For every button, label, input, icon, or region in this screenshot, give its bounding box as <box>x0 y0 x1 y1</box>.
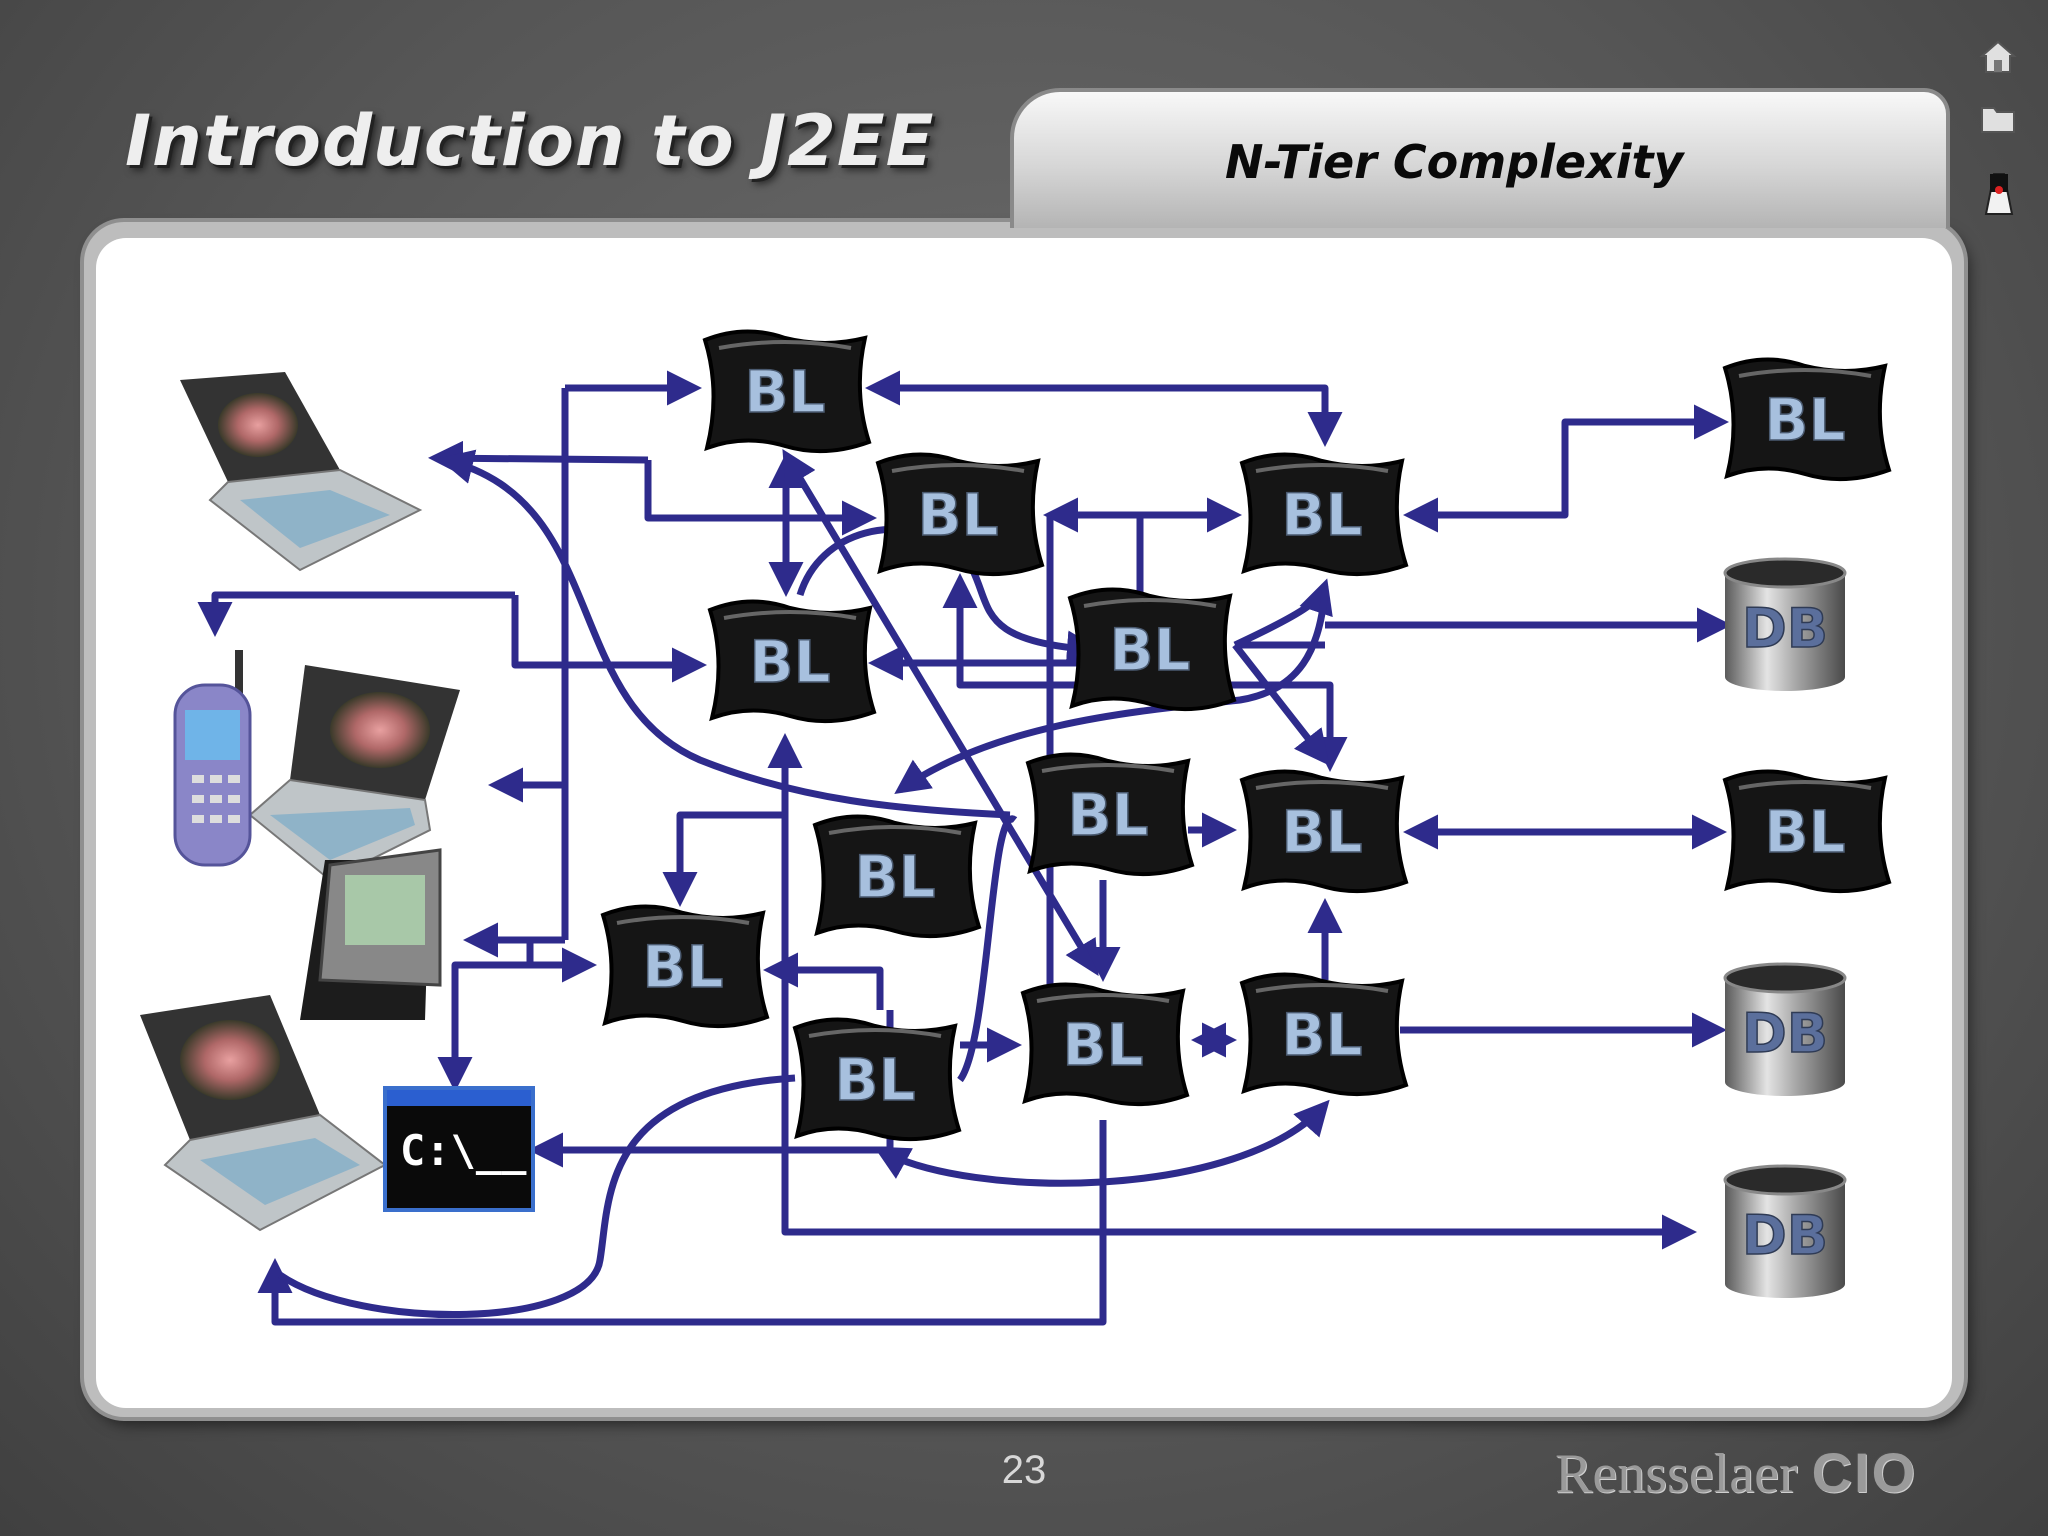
slide-title: Introduction to J2EE <box>125 100 935 182</box>
db-node-label: DB <box>1742 1204 1828 1267</box>
folder-icon[interactable] <box>1978 98 2018 138</box>
db-node-label: DB <box>1742 1002 1828 1065</box>
connector-lines <box>197 370 1732 1326</box>
bl-node: BL <box>792 1017 962 1142</box>
pda-device <box>300 848 442 1020</box>
bl-node: BL <box>600 904 770 1029</box>
db-node: DB <box>1723 962 1847 1096</box>
bl-node-label: BL <box>854 843 935 911</box>
slide-subtitle: N-Tier Complexity <box>1225 135 1684 189</box>
bl-node: BL <box>1239 769 1409 894</box>
connector <box>1232 642 1330 766</box>
db-node: DB <box>1723 557 1847 691</box>
db-node: DB <box>1723 1164 1847 1298</box>
bl-node-label: BL <box>834 1046 915 1114</box>
connector <box>662 811 785 907</box>
connector <box>1403 404 1729 533</box>
connector <box>428 440 649 476</box>
page-number: 23 <box>1001 1448 1047 1492</box>
bl-node: BL <box>707 599 877 724</box>
java-duke-icon[interactable] <box>1978 162 2018 220</box>
bl-node: BL <box>1067 587 1237 712</box>
connector <box>257 1120 1107 1326</box>
bl-node: BL <box>1722 769 1892 894</box>
bl-node-label: BL <box>749 628 830 696</box>
laptop-middle <box>248 665 460 882</box>
bl-node: BL <box>1722 357 1892 482</box>
connector <box>1233 578 1333 649</box>
bl-node: BL <box>875 452 1045 577</box>
console-label: C:\__ <box>400 1126 527 1175</box>
db-node-label: DB <box>1742 597 1828 660</box>
database-nodes: DB DB DB <box>1723 557 1847 1298</box>
bl-node-label: BL <box>1281 798 1362 866</box>
bl-node-label: BL <box>1764 798 1845 866</box>
bl-node-label: BL <box>642 933 723 1001</box>
bl-node-label: BL <box>1062 1011 1143 1079</box>
connector <box>644 460 877 536</box>
bl-node: BL <box>1239 972 1409 1097</box>
connector <box>278 1074 796 1318</box>
bl-node: BL <box>702 329 872 454</box>
subtitle-tab <box>1010 88 1950 228</box>
bl-node-label: BL <box>1281 1001 1362 1069</box>
bl-node: BL <box>1020 982 1190 1107</box>
mobile-phone <box>173 650 252 867</box>
bl-node: BL <box>812 814 982 939</box>
bl-node-label: BL <box>744 358 825 426</box>
home-icon[interactable] <box>1978 36 2018 76</box>
laptop-top <box>180 372 423 572</box>
connector <box>197 591 515 637</box>
connector <box>865 370 1343 447</box>
connector <box>511 595 707 683</box>
bl-node: BL <box>1025 752 1195 877</box>
console-window: C:\__ <box>383 1086 535 1212</box>
business-logic-nodes: BL BL BL BL BL BL BL BL BL BL BL BL BL BL <box>600 329 1892 1142</box>
connector <box>437 940 534 1092</box>
bl-node-label: BL <box>1067 781 1148 849</box>
laptop-bottom <box>140 995 387 1232</box>
connector <box>873 1099 1330 1187</box>
bl-node-label: BL <box>1764 386 1845 454</box>
logo-cio: CIO <box>1811 1441 1918 1504</box>
logo-text: Rensselaer <box>1555 1443 1798 1505</box>
connector <box>767 733 1697 1250</box>
connector <box>957 815 1018 1083</box>
bl-node: BL <box>1239 452 1409 577</box>
bl-node-label: BL <box>1281 481 1362 549</box>
connector <box>763 952 884 1010</box>
bl-node-label: BL <box>1109 616 1190 684</box>
bl-node-label: BL <box>917 481 998 549</box>
